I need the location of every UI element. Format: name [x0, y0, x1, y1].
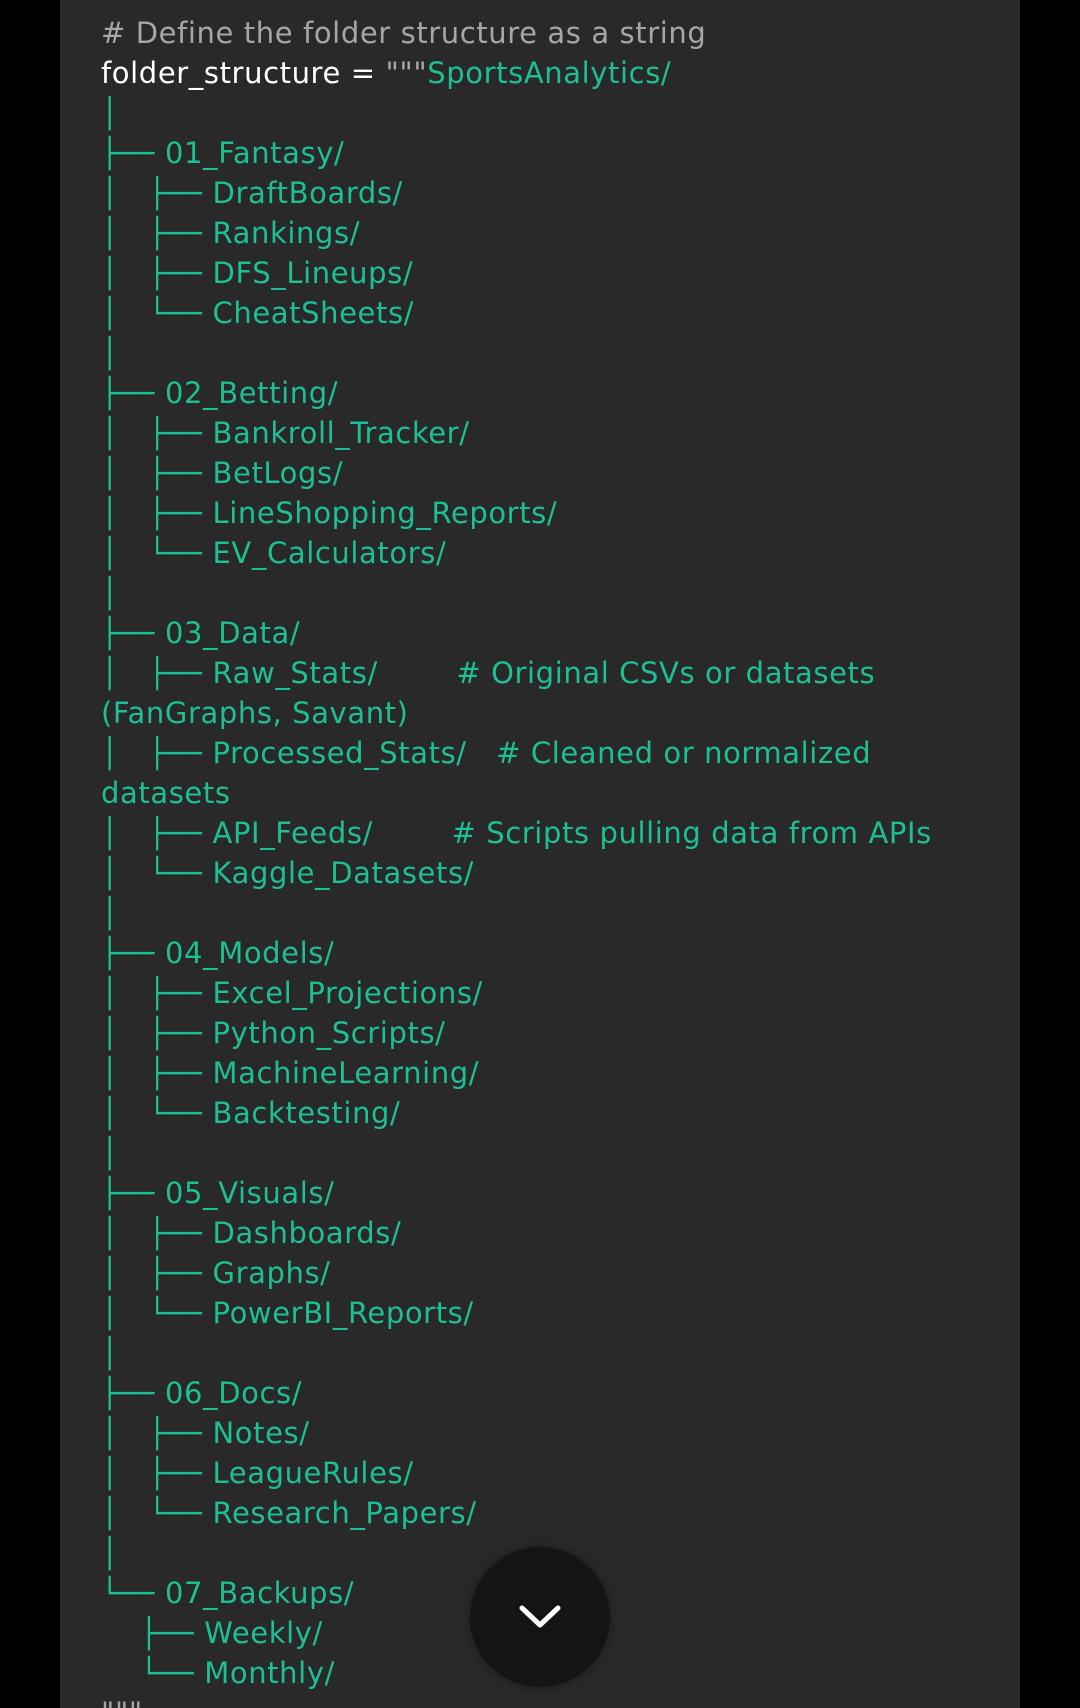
tree-line: │ └── PowerBI_Reports/ [101, 1296, 474, 1330]
tree-line: ├── 01_Fantasy/ [101, 136, 345, 170]
tree-line: │ ├── BetLogs/ [101, 456, 344, 490]
tree-line: │ └── EV_Calculators/ [101, 536, 447, 570]
tree-line: │ ├── MachineLearning/ [101, 1056, 480, 1090]
tree-line: ├── Weekly/ [101, 1616, 323, 1650]
tree-line: │ [101, 336, 120, 370]
tree-line: │ [101, 1336, 120, 1370]
tree-line: │ [101, 1536, 120, 1570]
code-assignment-line: folder_structure = """SportsAnalytics/ [101, 53, 671, 93]
tree-line: │ [101, 1136, 120, 1170]
tree-line: │ [101, 96, 120, 130]
tree-line: │ [101, 576, 120, 610]
tree-line: │ ├── Python_Scripts/ [101, 1016, 446, 1050]
tree-line: │ ├── Processed_Stats/ # Cleaned or norm… [101, 736, 872, 770]
tree-line: │ ├── Dashboards/ [101, 1216, 402, 1250]
tree-line: └── Monthly/ [101, 1656, 335, 1690]
tree-line: (FanGraphs, Savant) [101, 696, 409, 730]
tree-line: ├── 04_Models/ [101, 936, 335, 970]
tree-line: │ └── Research_Papers/ [101, 1496, 477, 1530]
tree-line: """ [101, 1693, 143, 1708]
string-delimiter: """ [385, 56, 428, 90]
variable-name: folder_structure = [101, 56, 376, 90]
tree-line: ├── 05_Visuals/ [101, 1176, 335, 1210]
tree-line: │ ├── Notes/ [101, 1416, 310, 1450]
tree-line: │ ├── LineShopping_Reports/ [101, 496, 558, 530]
code-comment-line: # Define the folder structure as a strin… [101, 16, 707, 50]
tree-line: datasets [101, 776, 231, 810]
scroll-down-button[interactable] [470, 1547, 610, 1687]
tree-line: │ ├── API_Feeds/ # Scripts pulling data … [101, 816, 932, 850]
tree-line: └── 07_Backups/ [101, 1576, 355, 1610]
tree-root: SportsAnalytics/ [427, 56, 672, 90]
tree-line: ├── 02_Betting/ [101, 376, 339, 410]
tree-line: │ [101, 896, 120, 930]
chevron-down-icon [519, 1605, 561, 1628]
tree-line: │ ├── Raw_Stats/ # Original CSVs or data… [101, 656, 876, 690]
tree-line: │ ├── LeagueRules/ [101, 1456, 414, 1490]
tree-line: │ ├── DraftBoards/ [101, 176, 403, 210]
tree-line: ├── 03_Data/ [101, 616, 301, 650]
tree-line: ├── 06_Docs/ [101, 1376, 303, 1410]
tree-line: │ └── Backtesting/ [101, 1096, 401, 1130]
tree-line: │ └── CheatSheets/ [101, 296, 415, 330]
tree-line: │ ├── Excel_Projections/ [101, 976, 483, 1010]
tree-line: │ ├── Graphs/ [101, 1256, 331, 1290]
code-viewer: # Define the folder structure as a strin… [60, 0, 1020, 1708]
tree-line: │ └── Kaggle_Datasets/ [101, 856, 475, 890]
tree-line: │ ├── DFS_Lineups/ [101, 256, 414, 290]
tree-line: │ ├── Rankings/ [101, 216, 361, 250]
tree-line: │ ├── Bankroll_Tracker/ [101, 416, 470, 450]
